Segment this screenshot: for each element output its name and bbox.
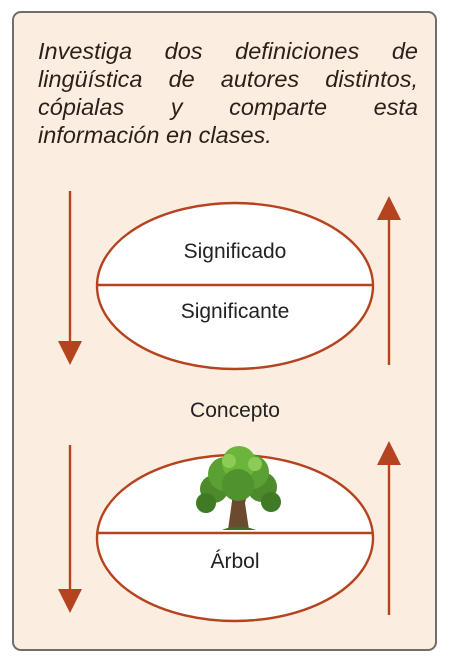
arbol-label: Árbol [210, 550, 260, 573]
activity-card: Investiga dos definiciones de lingüístic… [12, 11, 437, 651]
sign-diagram [58, 191, 401, 623]
tree-image [196, 446, 281, 530]
concepto-label: Concepto [190, 399, 280, 422]
significado-label: Significado [183, 240, 287, 263]
top-ellipse [95, 201, 375, 371]
significante-label: Significante [180, 300, 290, 323]
bottom-ellipse [95, 453, 375, 623]
instruction-text: Investiga dos definiciones de lingüístic… [38, 38, 418, 148]
